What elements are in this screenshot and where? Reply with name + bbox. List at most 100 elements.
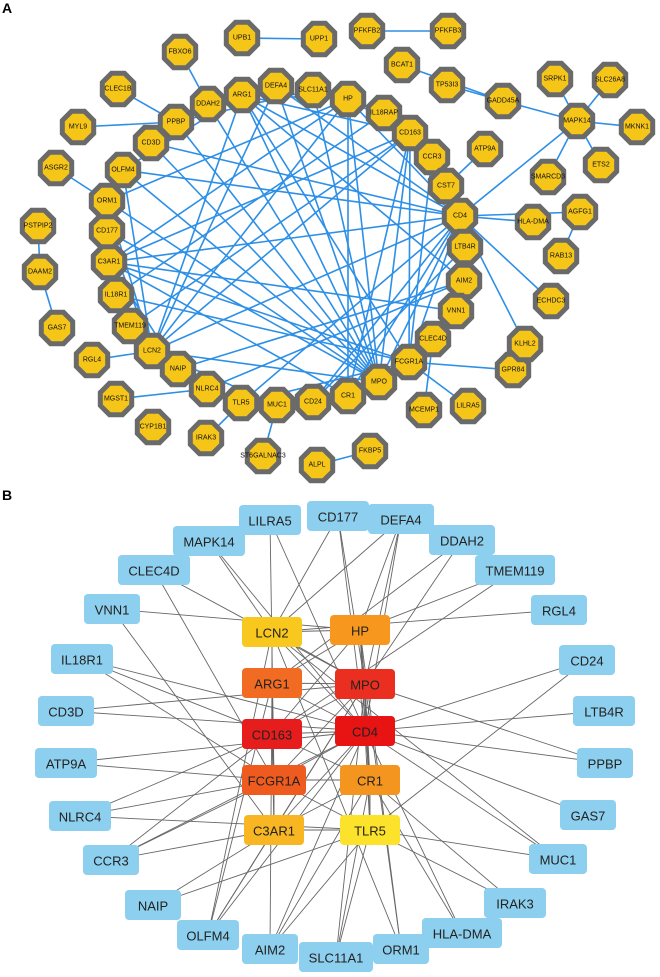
node-box bbox=[368, 504, 434, 534]
edge-hp-orm1 bbox=[106, 98, 349, 202]
node-shape bbox=[532, 282, 570, 320]
hub-node-tlr5: TLR5 bbox=[340, 815, 400, 845]
node-label: TLR5 bbox=[232, 400, 249, 407]
node-slc11a1: SLC11A1 bbox=[299, 942, 373, 972]
node-box bbox=[49, 801, 111, 831]
node-label: UPB1 bbox=[233, 35, 251, 42]
node-shape bbox=[582, 146, 620, 184]
node-label: RGL4 bbox=[542, 604, 576, 619]
node-ppbp: PPBP bbox=[577, 748, 633, 778]
edge-cd4-ccr3 bbox=[110, 730, 366, 861]
node-label: PSTPIP2 bbox=[24, 223, 53, 230]
node-box bbox=[573, 696, 635, 726]
edge-cd4-ppbp bbox=[364, 730, 606, 764]
node-shape bbox=[329, 80, 367, 118]
edge-mpo-cd163 bbox=[378, 132, 411, 383]
node-box bbox=[51, 644, 113, 674]
node-label: MUC1 bbox=[540, 853, 577, 868]
hub-node-c3ar1: C3AR1 bbox=[244, 815, 304, 845]
node-label: FCGR1A bbox=[248, 774, 301, 789]
node-myl9: MYL9 bbox=[59, 108, 97, 146]
edge-cd163-tmem119 bbox=[129, 132, 411, 327]
node-il18r1: IL18R1 bbox=[97, 276, 135, 314]
node-label: MUC1 bbox=[267, 402, 287, 409]
node-label: IRAK3 bbox=[496, 897, 534, 912]
node-st6galnac3: ST6GALNAC3 bbox=[240, 437, 286, 475]
edge-lcn2-cd177 bbox=[271, 515, 339, 633]
node-label: CCR3 bbox=[93, 854, 128, 869]
node-arg1: ARG1 bbox=[223, 76, 261, 114]
edge-mpo-ddah2 bbox=[364, 539, 463, 685]
edge-lcn2-arg1 bbox=[151, 94, 243, 352]
node-olfm4: OLFM4 bbox=[177, 920, 239, 950]
node-rgl4: RGL4 bbox=[531, 595, 587, 625]
edge-cr1-aim2 bbox=[269, 779, 371, 950]
node-shape bbox=[446, 228, 484, 266]
node-shape bbox=[466, 130, 504, 168]
edge-mapk14-cd4 bbox=[459, 120, 578, 217]
edge-cd163-hp bbox=[271, 629, 361, 735]
edge-mpo-c3ar1 bbox=[273, 683, 366, 831]
node-muc1: MUC1 bbox=[258, 386, 296, 424]
node-label: DDAH2 bbox=[196, 101, 220, 108]
node-orm1: ORM1 bbox=[373, 934, 429, 964]
node-irak3: IRAK3 bbox=[187, 419, 225, 457]
node-box bbox=[330, 615, 390, 645]
hub-node-hp: HP bbox=[330, 615, 390, 645]
node-pfkfb3: PFKFB3 bbox=[429, 12, 467, 50]
node-label: KLHL2 bbox=[514, 341, 536, 348]
node-box bbox=[484, 888, 546, 918]
node-label: CLEC1B bbox=[104, 86, 132, 93]
node-naip: NAIP bbox=[125, 890, 181, 920]
node-label: SLC11A1 bbox=[298, 87, 328, 94]
node-shape bbox=[529, 158, 567, 196]
node-tmem119: TMEM119 bbox=[111, 307, 149, 345]
edge-tlr5-aim2 bbox=[269, 829, 371, 950]
node-shape bbox=[99, 70, 137, 108]
node-olfm4: OLFM4 bbox=[104, 151, 142, 189]
node-label: NLRC4 bbox=[196, 386, 219, 393]
node-shape bbox=[351, 432, 389, 470]
node-box bbox=[35, 748, 97, 778]
node-cd163: CD163 bbox=[391, 114, 429, 152]
node-cr1: CR1 bbox=[329, 377, 367, 415]
edge-mpo-hp bbox=[347, 98, 380, 383]
node-label: CD163 bbox=[252, 728, 292, 743]
node-cd4: CD4 bbox=[441, 197, 479, 235]
edge-cd4-c3ar1 bbox=[273, 730, 366, 831]
node-vnn1: VNN1 bbox=[437, 292, 475, 330]
node-label: TP53I3 bbox=[436, 82, 459, 89]
edge-cd4-il18r1 bbox=[81, 658, 366, 732]
node-label: PFKFB2 bbox=[354, 28, 381, 35]
node-shape bbox=[542, 237, 580, 275]
node-cst7: CST7 bbox=[427, 167, 465, 205]
node-box bbox=[307, 501, 369, 531]
node-label: SRPK1 bbox=[544, 76, 567, 83]
node-shape bbox=[38, 309, 76, 347]
node-label: OLFM4 bbox=[186, 929, 229, 944]
node-mknk1: MKNK1 bbox=[618, 108, 656, 146]
node-ddah2: DDAH2 bbox=[429, 525, 495, 555]
node-label: UPP1 bbox=[310, 36, 328, 43]
node-shape bbox=[133, 332, 171, 370]
node-shape bbox=[591, 61, 629, 99]
node-box bbox=[242, 617, 302, 647]
edge-mpo-arg1 bbox=[241, 94, 380, 383]
node-aim2: AIM2 bbox=[242, 934, 298, 964]
node-shape bbox=[19, 207, 57, 245]
node-srpk1: SRPK1 bbox=[536, 60, 574, 98]
node-echdc3: ECHDC3 bbox=[532, 282, 570, 320]
node-label: CST7 bbox=[437, 183, 455, 190]
node-mgst1: MGST1 bbox=[97, 380, 135, 418]
edge-cd4-gas7 bbox=[364, 730, 589, 816]
node-label: IL18R1 bbox=[105, 292, 128, 299]
node-defa4: DEFA4 bbox=[257, 67, 295, 105]
node-label: LCN2 bbox=[143, 348, 161, 355]
node-label: CD24 bbox=[570, 654, 603, 669]
node-label: ARG1 bbox=[232, 92, 251, 99]
edge-cd4-arg1 bbox=[241, 94, 461, 217]
node-box bbox=[242, 668, 302, 698]
node-gas7: GAS7 bbox=[38, 309, 76, 347]
node-label: RGL4 bbox=[83, 357, 101, 364]
edge-lcn2-rgl4 bbox=[271, 609, 560, 633]
